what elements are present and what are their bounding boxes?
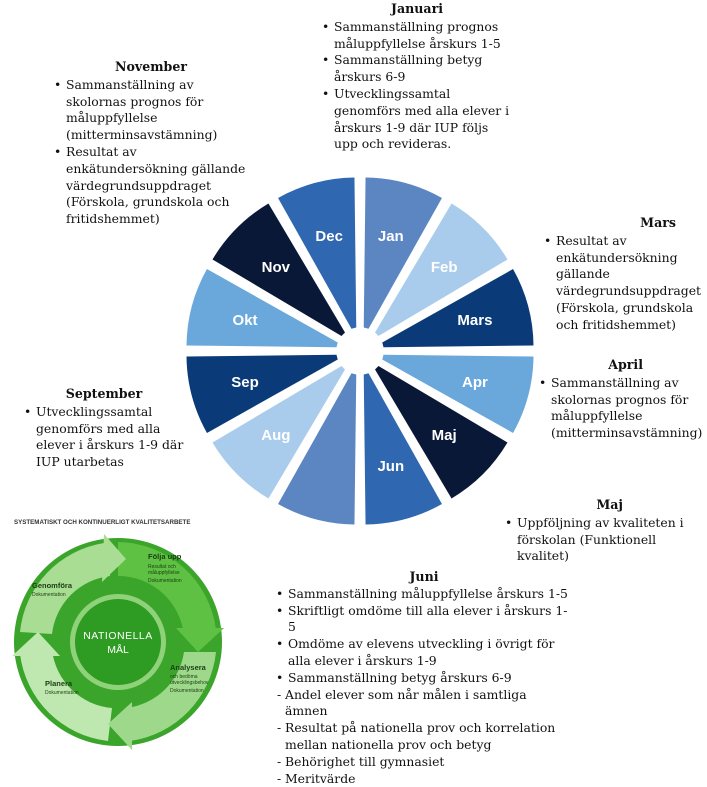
cycle-segment-planera (20, 650, 112, 741)
stage-planera-title: Planera (45, 679, 73, 688)
month-wedge (186, 269, 338, 348)
cycle-arrow-head (176, 628, 224, 652)
stage-analysera-sub: Dokumentation (170, 688, 204, 694)
note-september-list: Utvecklingssamtal genomförs med alla ele… (24, 404, 184, 471)
note-september: September Utvecklingssamtal genomförs me… (24, 386, 184, 471)
note-januari-item: Utvecklingssamtal genomförs med alla ele… (322, 86, 512, 153)
cycle-arrow-head (12, 632, 60, 656)
note-januari-list: Sammanställning prognos måluppfyllelse å… (322, 19, 512, 153)
month-label: Okt (233, 312, 258, 329)
month-label: Jan (378, 228, 404, 245)
month-wedge (382, 354, 534, 433)
note-april: April Sammanställning av skolornas progn… (539, 357, 705, 442)
note-mars-item: Resultat av enkätundersökning gällande v… (544, 233, 706, 334)
month-wedge (375, 366, 508, 499)
stage-genomfora-sub: Dokumentation (32, 592, 66, 598)
note-april-list: Sammanställning av skolornas prognos för… (539, 375, 705, 442)
cycle-segment-folja-upp (118, 542, 216, 636)
quality-cycle-diagram: SYSTEMATISKT OCH KONTINUERLIGT KVALITETS… (12, 519, 224, 750)
note-maj-list: Uppföljning av kvaliteten i förskolan (F… (505, 515, 705, 565)
note-november-item: Resultat av enkätundersökning gällande v… (54, 144, 248, 228)
note-november-title: November (114, 59, 188, 74)
month-label: Apr (462, 374, 488, 391)
stage-folja-upp-title: Följa upp (148, 552, 182, 561)
note-juni-subitem: Meritvärde (276, 771, 572, 787)
month-wedge (212, 203, 345, 336)
month-wedge (186, 354, 338, 433)
month-wedge (212, 366, 345, 499)
month-label: Mars (457, 312, 492, 329)
note-mars-list: Resultat av enkätundersökning gällande v… (544, 233, 706, 334)
note-januari-title: Januari (390, 1, 443, 16)
stage-analysera-title: Analysera (170, 663, 207, 672)
note-juni-list: Sammanställning måluppfyllelse årskurs 1… (276, 586, 572, 787)
month-wedge (278, 177, 357, 329)
month-label: Feb (431, 259, 458, 276)
note-november-list: Sammanställning av skolornas prognos för… (54, 77, 248, 228)
stage-analysera-sub: och bedöma (170, 674, 198, 680)
stage-folja-upp-sub: Resultat och (148, 564, 176, 570)
month-label: Jun (377, 458, 404, 475)
note-april-title: April (608, 357, 643, 372)
note-maj-title: Maj (596, 497, 623, 512)
month-wedge (363, 373, 442, 525)
month-label: Sep (231, 374, 259, 391)
note-april-item: Sammanställning av skolornas prognos för… (539, 375, 705, 442)
month-label: Maj (432, 427, 457, 444)
stage-folja-upp-sub: måluppfyllelse (148, 569, 180, 576)
note-juni-item: Omdöme av elevens utveckling i övrigt fö… (276, 636, 572, 670)
note-september-item: Utvecklingssamtal genomförs med alla ele… (24, 404, 184, 471)
note-juni-item: Sammanställning betyg årskurs 6-9 (276, 670, 572, 687)
stage-genomfora-title: Genomföra (32, 581, 73, 590)
note-juni-title: Juni (409, 569, 439, 584)
cycle-heading: SYSTEMATISKT OCH KONTINUERLIGT KVALITETS… (14, 519, 190, 526)
stage-folja-upp-sub: Dokumentation (148, 578, 182, 584)
cycle-arrow-head (108, 702, 132, 750)
cycle-arrow-head (102, 534, 126, 582)
note-januari: Januari Sammanställning prognos måluppfy… (322, 1, 512, 153)
cycle-center-line2: MÅL (107, 643, 129, 656)
note-januari-item: Sammanställning betyg årskurs 6-9 (322, 52, 512, 86)
note-maj-item: Uppföljning av kvaliteten i förskolan (F… (505, 515, 705, 565)
note-juni-subitem: Resultat på nationella prov och korrelat… (276, 720, 572, 754)
note-juni-item: Skriftligt omdöme till alla elever i års… (276, 603, 572, 637)
month-wedge (278, 373, 357, 525)
month-label: Dec (315, 228, 343, 245)
note-mars: Mars Resultat av enkätundersökning gälla… (544, 215, 706, 334)
month-label: Aug (261, 427, 290, 444)
cycle-segment-analysera (126, 652, 216, 741)
note-mars-title: Mars (640, 215, 676, 230)
month-label: Nov (262, 259, 291, 276)
note-maj: Maj Uppföljning av kvaliteten i förskola… (505, 497, 705, 565)
note-november-item: Sammanställning av skolornas prognos för… (54, 77, 248, 144)
note-september-title: September (65, 386, 143, 401)
cycle-segment-genomfora (20, 543, 110, 634)
stage-planera-sub: Dokumentation (45, 690, 79, 696)
note-januari-item: Sammanställning prognos måluppfyllelse å… (322, 19, 512, 53)
month-wedge (363, 177, 442, 329)
note-juni-item: Sammanställning måluppfyllelse årskurs 1… (276, 586, 572, 603)
note-juni-subitem: Behörighet till gymnasiet (276, 754, 572, 771)
month-wedge (382, 269, 534, 348)
note-juni-subitem: Andel elever som når målen i samtliga äm… (276, 687, 572, 721)
cycle-center-line1: NATIONELLA (83, 630, 153, 642)
cycle-center (75, 599, 161, 685)
stage-analysera-sub: utvecklingsbehov (170, 680, 209, 686)
month-wedge (375, 203, 508, 336)
note-november: November Sammanställning av skolornas pr… (54, 59, 248, 228)
note-juni: Juni Sammanställning måluppfyllelse årsk… (276, 569, 572, 787)
